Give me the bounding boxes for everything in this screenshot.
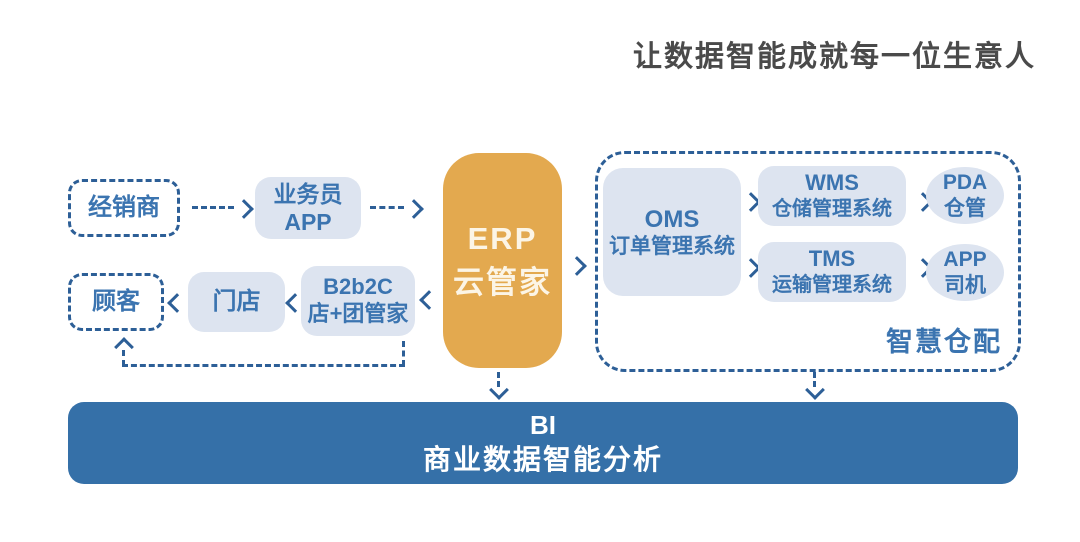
arrow-erp-to-bi-head-icon — [489, 380, 509, 400]
arrow-distributor-to-app-head-icon — [234, 199, 254, 219]
pda-ellipse: PDA 仓管 — [926, 167, 1004, 224]
pda-line1: PDA — [942, 170, 988, 194]
b2b2c-box: B2b2C 店+团管家 — [301, 266, 415, 336]
driver-app-line1: APP — [943, 247, 987, 271]
oms-box: OMS 订单管理系统 — [603, 168, 741, 296]
erp-line1: ERP — [467, 221, 538, 257]
bi-bar: BI 商业数据智能分析 — [68, 402, 1018, 484]
wms-line1: WMS — [805, 170, 859, 196]
bi-line1: BI — [530, 410, 556, 441]
feedback-path-left-segment — [122, 350, 125, 366]
b2b2c-line1: B2b2C — [323, 274, 393, 300]
driver-app-ellipse: APP 司机 — [926, 244, 1004, 301]
oms-line1: OMS — [644, 205, 700, 233]
bi-line2: 商业数据智能分析 — [422, 443, 663, 475]
tms-line1: TMS — [808, 246, 856, 272]
tms-box: TMS 运输管理系统 — [758, 242, 906, 302]
tagline: 让数据智能成就每一位生意人 — [633, 41, 1037, 73]
oms-line2: 订单管理系统 — [609, 234, 735, 258]
tms-line2: 运输管理系统 — [772, 274, 892, 297]
erp-line2: 云管家 — [453, 264, 552, 300]
customer-box: 顾客 — [68, 273, 164, 331]
store-box: 门店 — [188, 272, 285, 332]
arrow-warehouse-to-bi-line — [813, 372, 816, 387]
store-label: 门店 — [212, 288, 261, 316]
arrow-warehouse-to-bi-head-icon — [805, 380, 825, 400]
arrow-app-to-erp-head-icon — [404, 199, 424, 219]
customer-label: 顾客 — [92, 288, 140, 316]
arrow-erp-to-warehouse-head-icon — [567, 256, 587, 276]
salesman-app-line2: APP — [284, 209, 332, 235]
arrow-app-to-erp-line — [370, 206, 404, 209]
distributor-label: 经销商 — [88, 194, 160, 222]
distributor-box: 经销商 — [68, 179, 180, 237]
salesman-app-box: 业务员 APP — [255, 177, 361, 239]
pda-line2: 仓管 — [944, 196, 986, 220]
wms-box: WMS 仓储管理系统 — [758, 166, 906, 226]
feedback-path-bottom-segment — [122, 364, 405, 367]
wms-line2: 仓储管理系统 — [772, 198, 892, 221]
feedback-path-right-segment — [402, 341, 405, 366]
smart-warehouse-label: 智慧仓配 — [886, 327, 1002, 357]
arrow-erp-to-b2b2c-head-icon — [419, 290, 439, 310]
driver-app-line2: 司机 — [944, 273, 986, 297]
arrow-erp-to-bi-line — [497, 372, 500, 387]
arrow-distributor-to-app-line — [192, 206, 234, 209]
b2b2c-line2: 店+团管家 — [307, 301, 409, 326]
feedback-path-up-head-icon — [114, 337, 134, 357]
erp-box: ERP 云管家 — [443, 153, 562, 368]
arrow-store-to-customer-head-icon — [167, 293, 187, 313]
salesman-app-line1: 业务员 — [273, 180, 343, 207]
